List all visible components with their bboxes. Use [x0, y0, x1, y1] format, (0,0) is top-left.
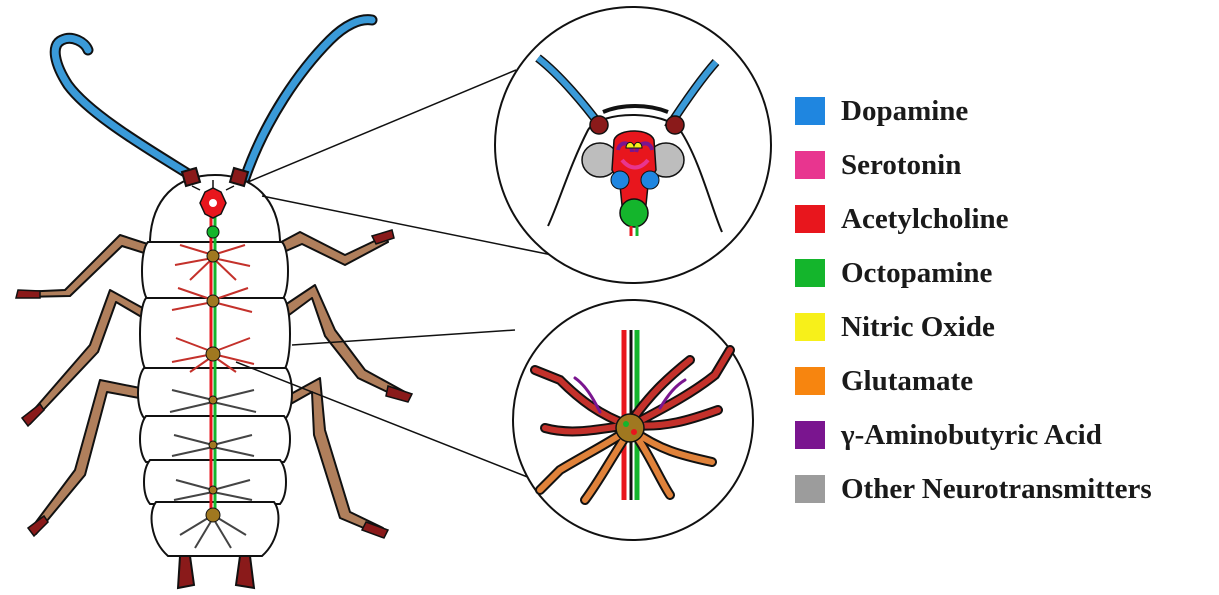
legend-label: Octopamine: [841, 257, 992, 290]
legend-item: Serotonin: [795, 138, 1215, 192]
right-hind-leg: [280, 378, 383, 534]
legend-swatch: [795, 475, 825, 503]
legend-item: γ-Aminobutyric Acid: [795, 408, 1215, 462]
legend-item: Octopamine: [795, 246, 1215, 300]
legend-label: γ-Aminobutyric Acid: [841, 419, 1102, 452]
legend-swatch: [795, 97, 825, 125]
cerci: [178, 556, 254, 588]
legend-label: Acetylcholine: [841, 203, 1009, 236]
legend-swatch: [795, 151, 825, 179]
left-antenna: [55, 38, 190, 175]
legend-item: Nitric Oxide: [795, 300, 1215, 354]
legend-label: Glutamate: [841, 365, 973, 398]
legend-item: Glutamate: [795, 354, 1215, 408]
antennae: [55, 20, 372, 178]
legend-item: Other Neurotransmitters: [795, 462, 1215, 516]
head-magnified-circle: [495, 7, 771, 283]
right-antenna: [245, 20, 372, 178]
legend-label: Serotonin: [841, 149, 961, 182]
legend-swatch: [795, 421, 825, 449]
legend-swatch: [795, 313, 825, 341]
left-front-leg: [20, 235, 160, 297]
legend-swatch: [795, 205, 825, 233]
legend-label: Dopamine: [841, 95, 968, 128]
legend-swatch: [795, 367, 825, 395]
legend-label: Other Neurotransmitters: [841, 473, 1152, 506]
left-middle-leg: [25, 290, 150, 424]
legend-item: Dopamine: [795, 84, 1215, 138]
legend-item: Acetylcholine: [795, 192, 1215, 246]
legend-label: Nitric Oxide: [841, 311, 995, 344]
ganglion-magnified-circle: [513, 300, 753, 540]
legend-swatch: [795, 259, 825, 287]
